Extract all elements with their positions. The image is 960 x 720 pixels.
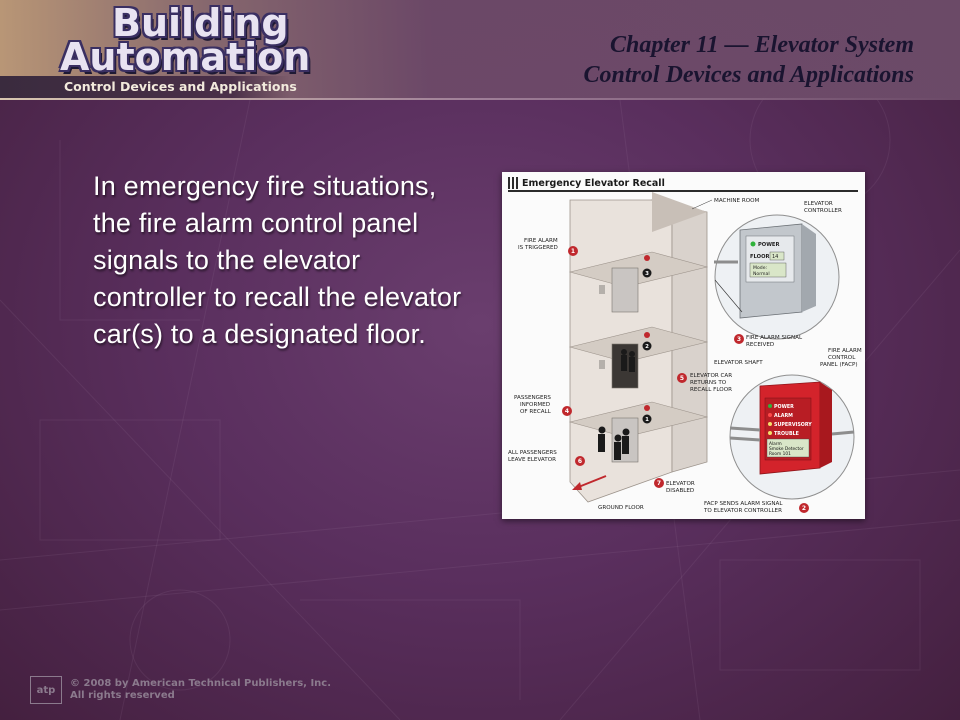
label-elevator-shaft: ELEVATOR SHAFT xyxy=(714,360,763,366)
facp-lcd-line2: Smoke Detector xyxy=(769,446,804,452)
header-divider xyxy=(0,98,960,100)
label-informed-2: INFORMED xyxy=(520,402,550,408)
header-subtitle-band xyxy=(0,76,290,98)
facp-supervisory-label: SUPERVISORY xyxy=(774,422,812,428)
label-signal-1: FIRE ALARM SIGNAL xyxy=(746,335,803,341)
logo-word-building: Building xyxy=(112,1,289,45)
label-fire-alarm-2: IS TRIGGERED xyxy=(518,245,558,251)
elevator-recall-illustration: 3 2 1 POWER FLOOR 14 Mode: Normal xyxy=(508,192,862,514)
emergency-elevator-recall-figure: Emergency Elevator Recall xyxy=(502,172,865,519)
chapter-title-line1: Chapter 11 — Elevator System xyxy=(609,32,914,58)
label-disabled-2: DISABLED xyxy=(666,488,694,494)
step-badge-6: 6 xyxy=(578,458,582,465)
floor-marker-1: 1 xyxy=(645,417,649,423)
floor-marker-2: 2 xyxy=(645,344,649,350)
controller-power-label: POWER xyxy=(758,242,779,248)
copyright-footer: atp © 2008 by American Technical Publish… xyxy=(30,676,331,704)
figure-title-bar: Emergency Elevator Recall xyxy=(508,176,858,192)
step-badge-3: 3 xyxy=(737,336,741,343)
label-signal-2: RECEIVED xyxy=(746,342,774,348)
controller-floor-label: FLOOR xyxy=(750,254,769,260)
step-badge-7: 7 xyxy=(657,480,661,487)
step-badge-1: 1 xyxy=(571,248,575,255)
label-leave-1: ALL PASSENGERS xyxy=(508,450,557,456)
facp-alarm-label: ALARM xyxy=(774,413,793,419)
label-disabled-1: ELEVATOR xyxy=(666,481,695,487)
facp-lcd-line1: Alarm xyxy=(769,441,782,447)
label-fire-alarm-1: FIRE ALARM xyxy=(524,238,558,244)
logo-word-automation: Automation xyxy=(60,35,311,79)
book-subtitle: Control Devices and Applications xyxy=(64,79,297,94)
title-bars-icon xyxy=(508,177,518,189)
label-facp-1: FIRE ALARM xyxy=(828,348,862,354)
copyright-line1: © 2008 by American Technical Publishers,… xyxy=(70,678,332,689)
copyright-text: © 2008 by American Technical Publishers,… xyxy=(70,678,331,702)
slide-body-text: In emergency fire situations, the fire a… xyxy=(93,171,462,349)
facp-trouble-label: TROUBLE xyxy=(774,431,799,437)
label-sends-1: FACP SENDS ALARM SIGNAL xyxy=(704,501,783,507)
label-facp-3: PANEL (FACP) xyxy=(820,362,858,368)
step-badge-5: 5 xyxy=(680,375,684,382)
step-badge-4: 4 xyxy=(565,408,569,415)
chapter-title: Chapter 11 — Elevator System Control Dev… xyxy=(584,30,914,90)
controller-mode-value: Normal xyxy=(753,271,770,277)
chapter-title-line2: Control Devices and Applications xyxy=(583,62,914,88)
controller-floor-value: 14 xyxy=(772,254,778,260)
figure-title: Emergency Elevator Recall xyxy=(522,177,665,189)
step-badge-2: 2 xyxy=(802,505,806,512)
atp-logo: atp xyxy=(30,676,62,704)
building-automation-logo: Building Automation xyxy=(60,1,311,79)
label-elevator-controller-1: ELEVATOR xyxy=(804,201,833,207)
facp-power-label: POWER xyxy=(774,404,794,410)
label-leave-2: LEAVE ELEVATOR xyxy=(508,457,556,463)
label-machine-room: MACHINE ROOM xyxy=(714,198,760,204)
copyright-line2: All rights reserved xyxy=(70,690,175,701)
label-facp-2: CONTROL xyxy=(828,355,856,361)
floor-marker-3: 3 xyxy=(645,271,649,277)
label-returns-3: RECALL FLOOR xyxy=(690,387,732,393)
label-returns-1: ELEVATOR CAR xyxy=(690,373,732,379)
label-returns-2: RETURNS TO xyxy=(690,380,727,386)
label-informed-3: OF RECALL xyxy=(520,409,552,415)
label-elevator-controller-2: CONTROLLER xyxy=(804,208,842,214)
label-ground-floor: GROUND FLOOR xyxy=(598,505,644,511)
controller-mode-label: Mode: xyxy=(753,265,768,271)
label-informed-1: PASSENGERS xyxy=(514,395,551,401)
label-sends-2: TO ELEVATOR CONTROLLER xyxy=(703,508,782,514)
facp-lcd-line3: Room 101 xyxy=(769,451,791,457)
